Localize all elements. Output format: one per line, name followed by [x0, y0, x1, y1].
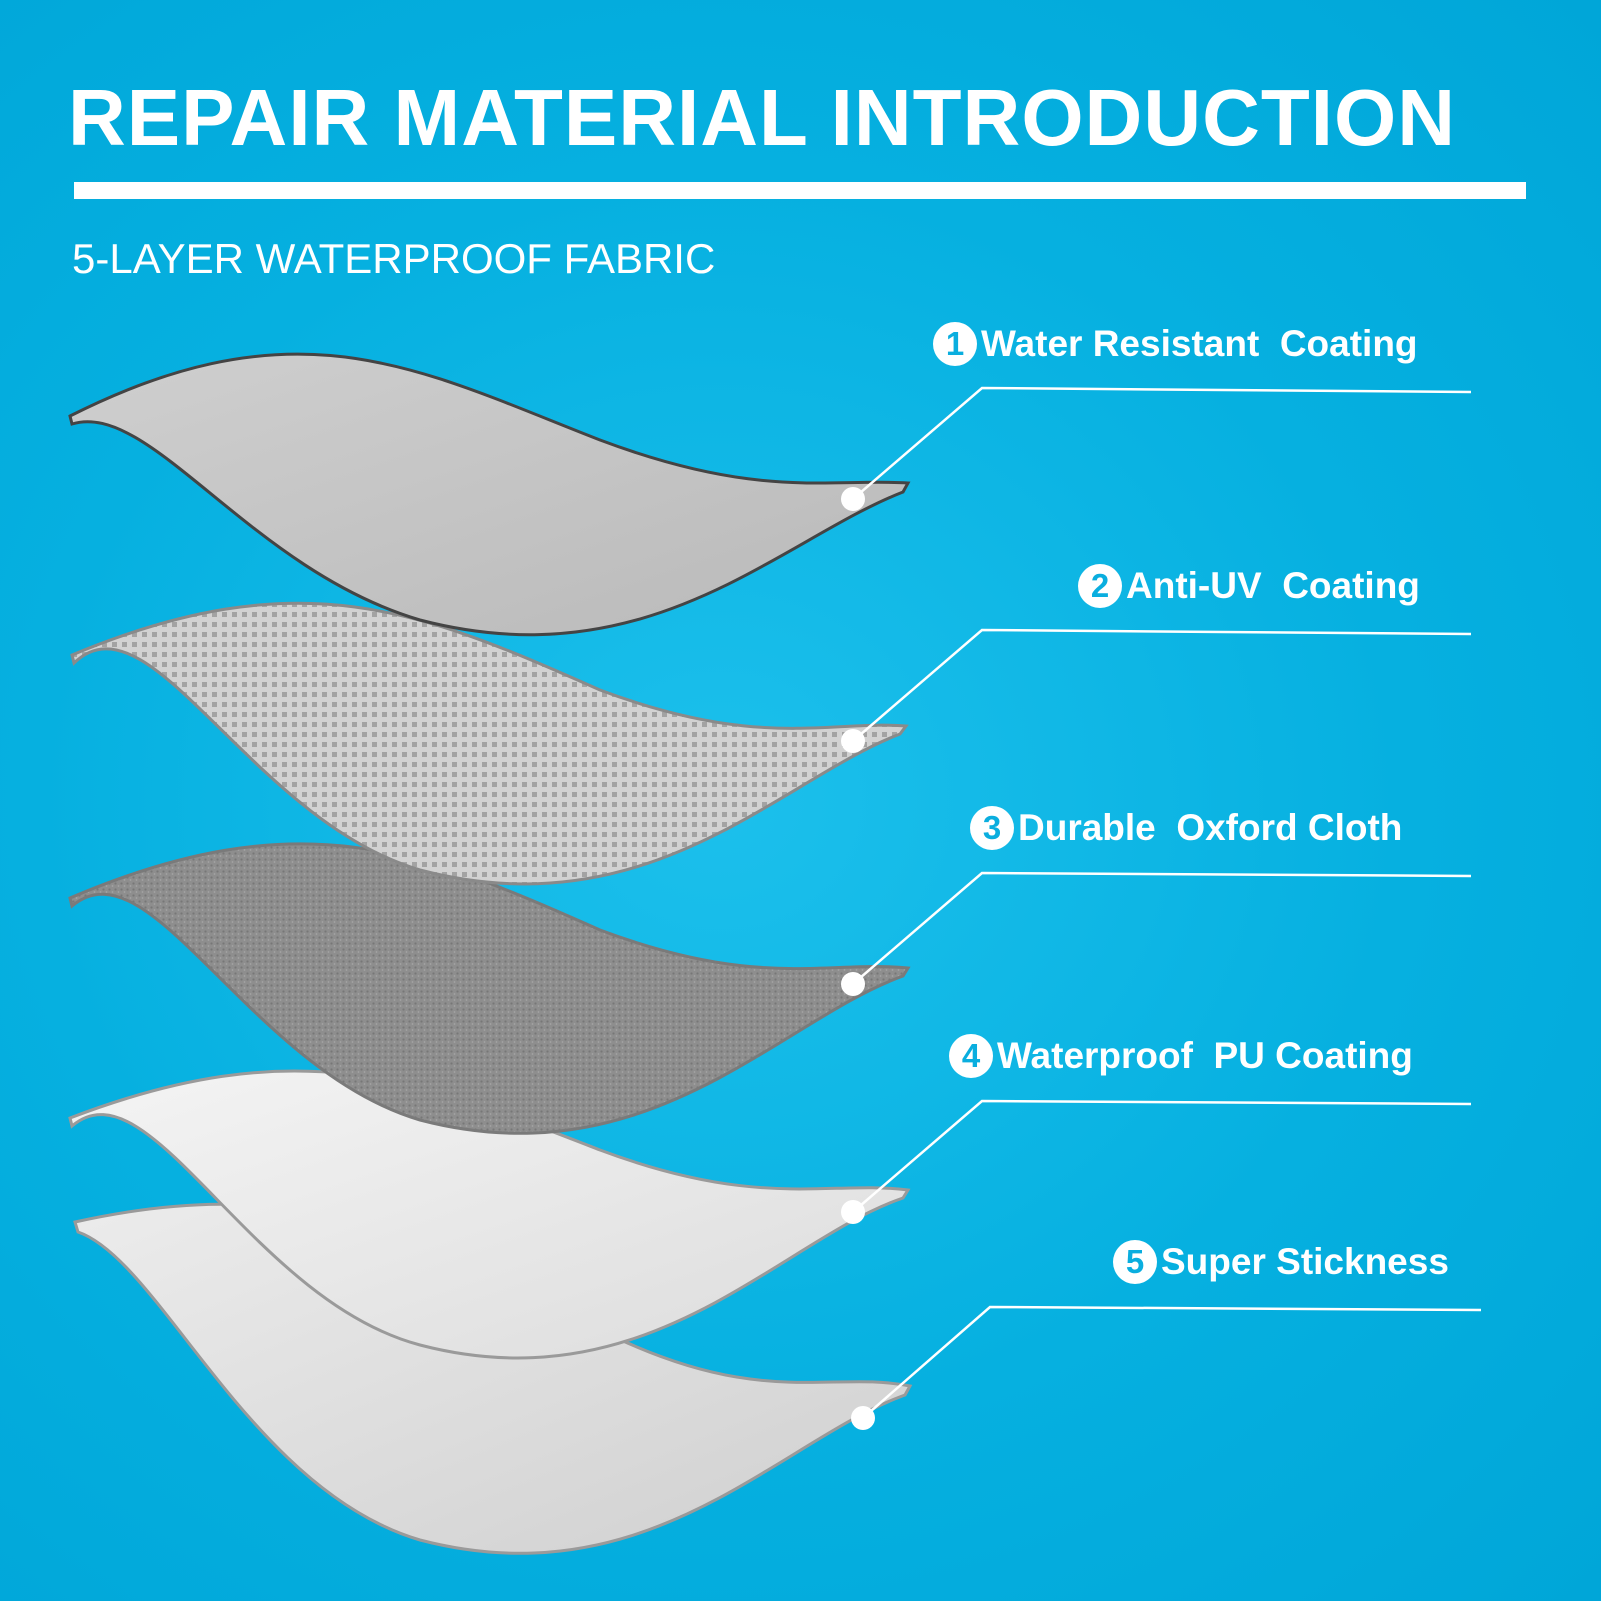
leader-line-5: [862, 1305, 1482, 1419]
layer-label-text: Anti-UV Coating: [1126, 565, 1420, 606]
layer-3-label: 3 Durable Oxford Cloth: [970, 806, 1402, 850]
layer-5-label: 5 Super Stickness: [1113, 1240, 1449, 1284]
number-badge: 2: [1078, 564, 1122, 608]
layer-2-sheet: [70, 601, 909, 886]
leader-line-1: [852, 386, 1472, 500]
leader-line-4: [852, 1099, 1472, 1213]
leader-dot-1: [841, 487, 865, 511]
title-divider: [74, 182, 1526, 199]
layer-label-text: Waterproof PU Coating: [997, 1035, 1413, 1076]
leader-dots: [841, 487, 875, 1430]
layer-label-text: Water Resistant Coating: [981, 323, 1418, 364]
leader-line-3: [852, 871, 1472, 985]
layer-1-label: 1 Water Resistant Coating: [933, 322, 1418, 366]
layer-2-label: 2 Anti-UV Coating: [1078, 564, 1420, 608]
number-badge: 4: [949, 1034, 993, 1078]
leader-lines: [852, 386, 1482, 1419]
layer-1-sheet: [68, 352, 911, 637]
number-badge: 3: [970, 806, 1014, 850]
page-subtitle: 5-LAYER WATERPROOF FABRIC: [72, 235, 716, 282]
number-badge: 5: [1113, 1240, 1157, 1284]
layer-label-text: Durable Oxford Cloth: [1018, 807, 1403, 848]
leader-dot-2: [841, 729, 865, 753]
layer-label-text: Super Stickness: [1161, 1241, 1449, 1282]
layer-4-label: 4 Waterproof PU Coating: [949, 1034, 1413, 1078]
leader-dot-5: [851, 1406, 875, 1430]
leader-line-2: [852, 628, 1472, 742]
leader-dot-4: [841, 1200, 865, 1224]
leader-dot-3: [841, 972, 865, 996]
number-badge: 1: [933, 322, 977, 366]
page-title: REPAIR MATERIAL INTRODUCTION: [68, 73, 1456, 162]
